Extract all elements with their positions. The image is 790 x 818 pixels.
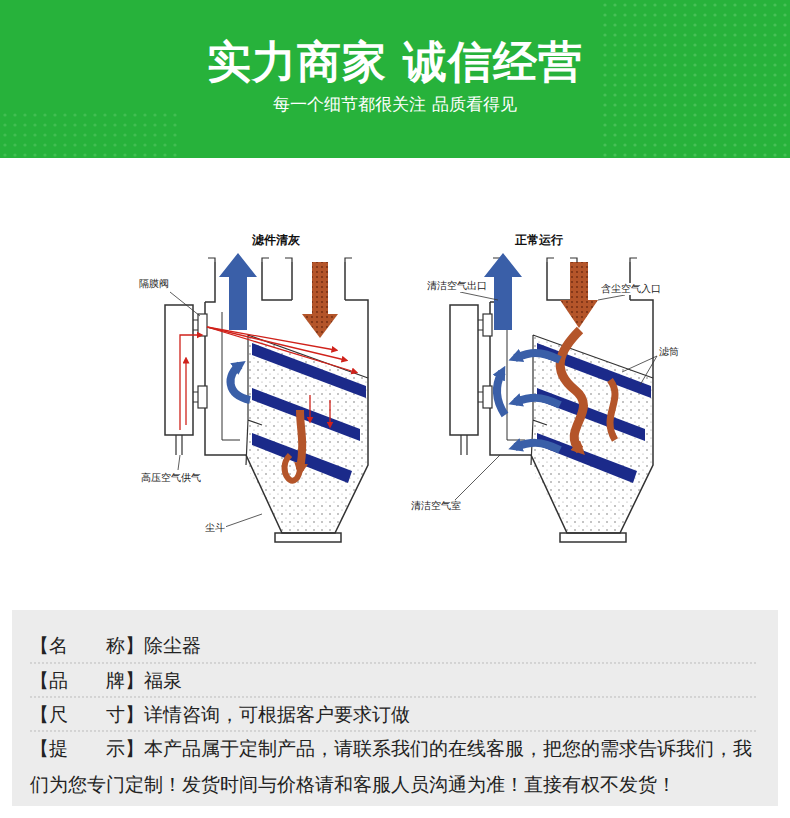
operation-diagram: [450, 253, 657, 542]
part-label: 高压空气供气: [140, 472, 202, 484]
info-row: 【提 示】本产品属于定制产品，请联系我们的在线客服，把您的需求告诉我们，我们为您…: [30, 730, 766, 802]
part-label: 隔膜阀: [138, 278, 170, 290]
cleaning-diagram: [165, 253, 368, 542]
info-row: 【名 称】除尘器: [30, 627, 766, 663]
info-row: 【品 牌】福泉: [30, 662, 766, 698]
diagram-heading: 滤件清灰: [252, 233, 300, 247]
diagram-heading: 正常运行: [515, 233, 563, 247]
part-label: 含尘空气入口: [600, 283, 662, 295]
banner-title: 实力商家 诚信经营: [0, 36, 790, 88]
part-label: 滤筒: [658, 346, 680, 358]
part-label: 尘斗: [204, 522, 226, 534]
info-row: 【尺 寸】详情咨询，可根据客户要求订做: [30, 696, 766, 732]
info-panel: [12, 610, 778, 806]
part-label: 清洁空气出口: [426, 280, 488, 292]
part-label: 清洁空气室: [410, 500, 462, 512]
banner: [0, 0, 790, 158]
banner-subtitle: 每一个细节都很关注 品质看得见: [0, 93, 790, 115]
